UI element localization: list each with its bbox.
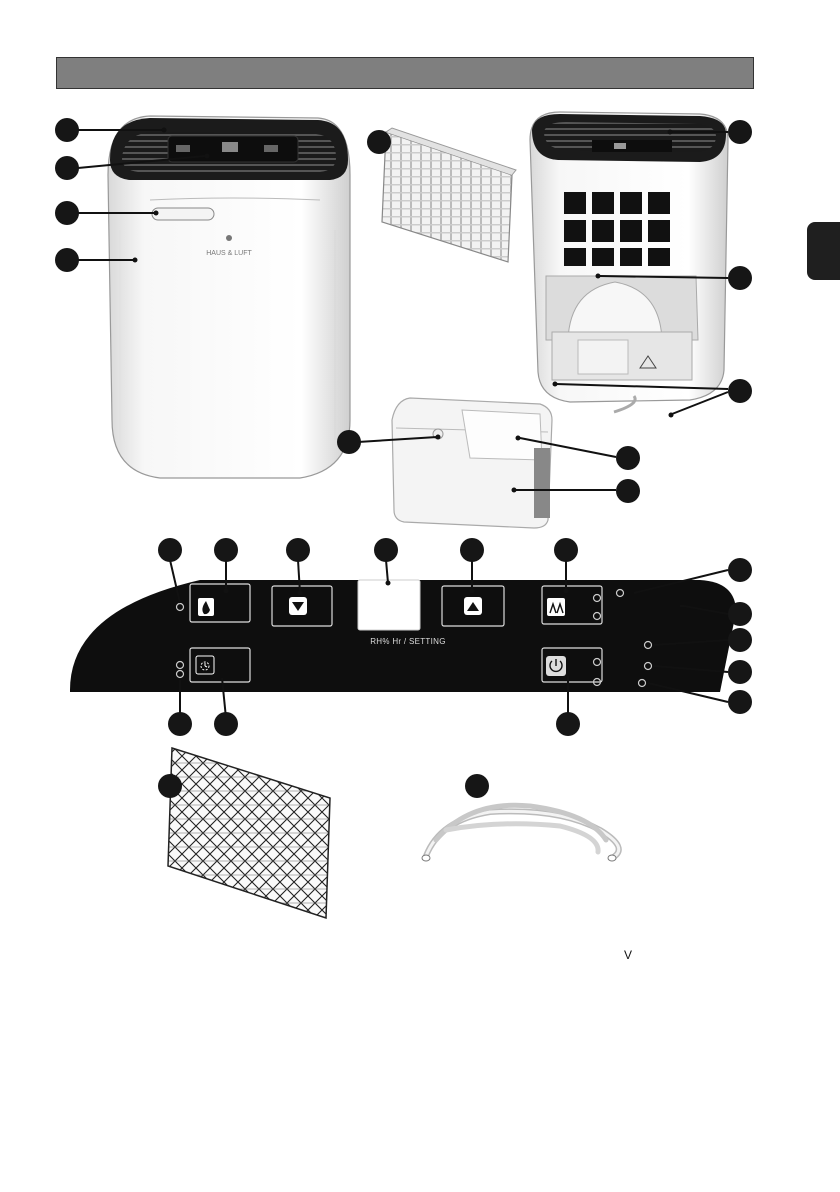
callout-marker [616,446,640,470]
callout-marker [728,690,752,714]
callout-marker [728,379,752,403]
callout-marker [728,660,752,684]
callout-marker [460,538,484,562]
display-label-setting: / SETTING [404,637,446,646]
callout-marker [728,602,752,626]
callout-marker [55,201,79,225]
dehumidifier-front-view: HAUS & LUFT [108,116,350,478]
arrow-down-icon [289,597,307,615]
water-drop-icon [198,598,214,616]
brand-logo-text: HAUS & LUFT [206,250,252,257]
callout-marker [728,558,752,582]
callout-marker [168,712,192,736]
callout-marker [556,712,580,736]
display-label-rh: RH% [370,637,390,646]
callout-marker [728,628,752,652]
callout-marker [728,266,752,290]
water-tank [392,398,552,528]
callout-marker [337,430,361,454]
callout-marker [55,118,79,142]
display-label-hr: Hr [392,637,401,646]
drain-hose [422,805,619,861]
footer-mark: V [624,948,632,962]
fan-speed-icon [547,598,565,616]
callout-marker [465,774,489,798]
filter-grill-panel [382,128,516,262]
callout-marker [55,156,79,180]
display-setting-label: RH% Hr / SETTING [358,637,458,646]
dehumidifier-back-view [530,112,728,412]
callout-marker [554,538,578,562]
callout-marker [158,774,182,798]
callout-marker [616,479,640,503]
callout-marker [286,538,310,562]
power-icon [546,656,566,676]
callout-marker [728,120,752,144]
callout-marker [367,130,391,154]
callout-marker [158,538,182,562]
callout-marker [374,538,398,562]
callout-marker [214,538,238,562]
control-panel [70,580,736,692]
carbon-mesh-filter [168,748,330,918]
arrow-up-icon [464,597,482,615]
callout-marker [214,712,238,736]
callout-marker [55,248,79,272]
